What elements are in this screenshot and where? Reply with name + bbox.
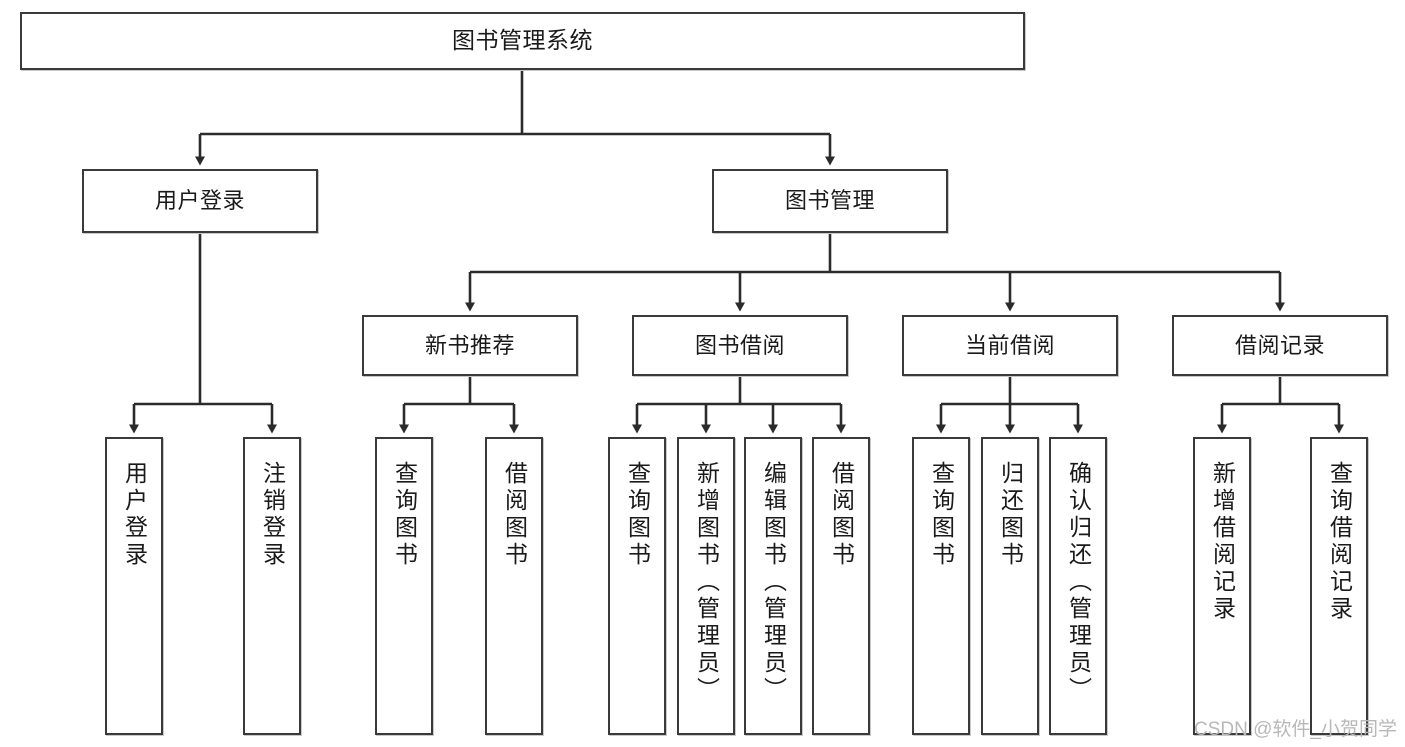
- node-leaf-user-login[interactable]: 用户登录: [105, 437, 163, 735]
- node-leaf-query-book-current[interactable]: 查询图书: [912, 437, 970, 735]
- node-leaf-add-borrow-record[interactable]: 新增借阅记录: [1193, 437, 1251, 735]
- node-label: 查询图书: [928, 461, 955, 569]
- node-label: 图书管理: [784, 188, 875, 214]
- node-label: 确认归还（管理员）: [1065, 461, 1092, 704]
- node-leaf-borrow-book[interactable]: 借阅图书: [812, 437, 870, 735]
- node-current-borrowing[interactable]: 当前借阅: [902, 315, 1118, 376]
- node-label: 图书管理系统: [452, 27, 593, 54]
- node-label: 借阅图书: [828, 461, 855, 569]
- node-label: 图书借阅: [694, 332, 785, 358]
- node-leaf-query-book-borrow[interactable]: 查询图书: [608, 437, 666, 735]
- node-label: 用户登录: [154, 188, 245, 214]
- node-label: 新增借阅记录: [1209, 461, 1236, 623]
- node-label: 新增图书（管理员）: [693, 461, 720, 704]
- node-new-book-recommendation[interactable]: 新书推荐: [362, 315, 578, 376]
- node-user-login[interactable]: 用户登录: [82, 169, 318, 233]
- node-leaf-borrow-book-recommendation[interactable]: 借阅图书: [485, 437, 543, 735]
- node-label: 新书推荐: [424, 332, 515, 358]
- node-leaf-add-book-admin[interactable]: 新增图书（管理员）: [677, 437, 735, 735]
- node-label: 查询图书: [624, 461, 651, 569]
- node-leaf-confirm-return-admin[interactable]: 确认归还（管理员）: [1049, 437, 1107, 735]
- node-label: 查询图书: [391, 461, 418, 569]
- node-book-management[interactable]: 图书管理: [712, 169, 948, 233]
- node-label: 当前借阅: [964, 332, 1055, 358]
- node-leaf-query-book-recommendation[interactable]: 查询图书: [375, 437, 433, 735]
- node-label: 借阅图书: [501, 461, 528, 569]
- node-leaf-query-borrow-record[interactable]: 查询借阅记录: [1310, 437, 1368, 735]
- node-label: 借阅记录: [1234, 332, 1325, 358]
- node-label: 查询借阅记录: [1326, 461, 1353, 623]
- node-label: 编辑图书（管理员）: [760, 461, 787, 704]
- node-leaf-edit-book-admin[interactable]: 编辑图书（管理员）: [744, 437, 802, 735]
- node-borrowing-records[interactable]: 借阅记录: [1172, 315, 1388, 376]
- node-book-borrowing[interactable]: 图书借阅: [632, 315, 848, 376]
- node-label: 归还图书: [997, 461, 1024, 569]
- node-leaf-user-logout[interactable]: 注销登录: [243, 437, 301, 735]
- node-label: 用户登录: [121, 461, 148, 569]
- node-leaf-return-book[interactable]: 归还图书: [981, 437, 1039, 735]
- node-label: 注销登录: [259, 461, 286, 569]
- node-root-book-management-system[interactable]: 图书管理系统: [20, 12, 1025, 70]
